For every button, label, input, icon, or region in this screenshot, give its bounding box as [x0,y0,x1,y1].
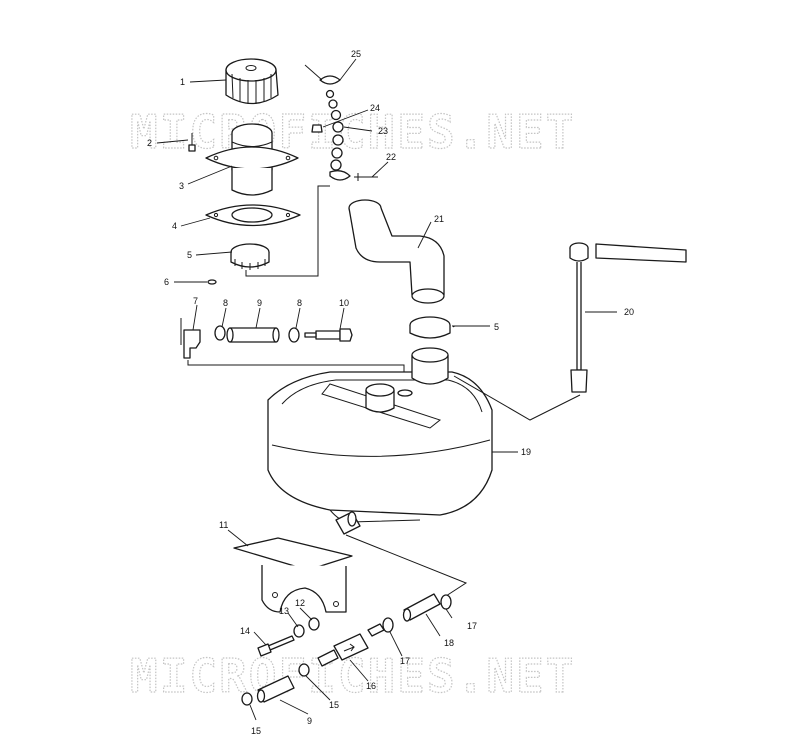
fuel-filter [317,623,385,667]
callout-1: 1 [180,77,185,87]
callout-14: 14 [240,626,250,636]
hose-clamp-17-upper [440,594,452,610]
callout-9-upper: 9 [257,298,262,308]
hose-clamp-upper [230,243,270,270]
vent-line [245,185,330,277]
callout-21: 21 [434,214,444,224]
callout-10: 10 [339,298,349,308]
retaining-pin [354,173,378,181]
elbow-fitting [180,318,201,359]
callout-5-upper: 5 [187,250,192,260]
callout-6: 6 [164,277,169,287]
callout-24: 24 [370,103,380,113]
hose-clamp-small-a [214,325,226,341]
mounting-bolt [257,635,295,657]
lock-nut [308,617,320,631]
callout-13: 13 [279,606,289,616]
callout-8-left: 8 [223,298,228,308]
hose-clamp-15-lower [241,692,253,706]
fuel-cap [225,58,279,105]
fuel-tank [267,347,493,523]
check-valve [304,328,353,342]
callout-20: 20 [624,307,634,317]
flat-washer [293,624,305,638]
filler-neck [205,123,299,196]
callout-11: 11 [219,520,228,530]
callout-22: 22 [386,152,396,162]
callout-2: 2 [147,138,152,148]
tank-outlet-fitting [335,511,361,535]
callout-18: 18 [444,638,454,648]
callout-25: 25 [351,49,361,59]
callout-17-lower: 17 [400,656,410,666]
watermark-top: MICROFICHES.NET [130,105,575,159]
watermark-bottom: MICROFICHES.NET [130,649,575,703]
callout-12: 12 [295,598,305,608]
fuel-hose-18 [402,593,441,622]
mounting-bracket [233,537,353,613]
hose-clamp-small-b [288,327,300,343]
callout-8-right: 8 [297,298,302,308]
vent-hose [226,327,280,343]
callout-5-lower: 5 [494,322,499,332]
screw [188,133,196,152]
callout-17-upper: 17 [467,621,477,631]
leader-lines [156,58,617,721]
callout-23: 23 [378,126,388,136]
hose-clamp-17-lower [382,617,394,633]
filler-hose [348,199,445,304]
washer [207,279,217,285]
callout-19: 19 [521,447,531,457]
callout-15-left: 15 [251,726,261,736]
rivet [311,124,323,133]
callout-4: 4 [172,221,177,231]
gasket [205,204,301,227]
sender-routing-line [453,375,581,421]
callout-3: 3 [179,181,184,191]
tether-chain [304,64,351,181]
hose-clamp-15-upper [298,663,310,677]
fuel-line-routing [345,534,468,597]
callout-9-lower: 9 [307,716,312,726]
callout-15-right: 15 [329,700,339,710]
callout-7: 7 [193,296,198,306]
hose-clamp-lower [409,316,451,339]
fuel-gauge-sender [569,242,687,393]
callout-16: 16 [366,681,376,691]
fuel-hose-9-lower [256,675,295,703]
